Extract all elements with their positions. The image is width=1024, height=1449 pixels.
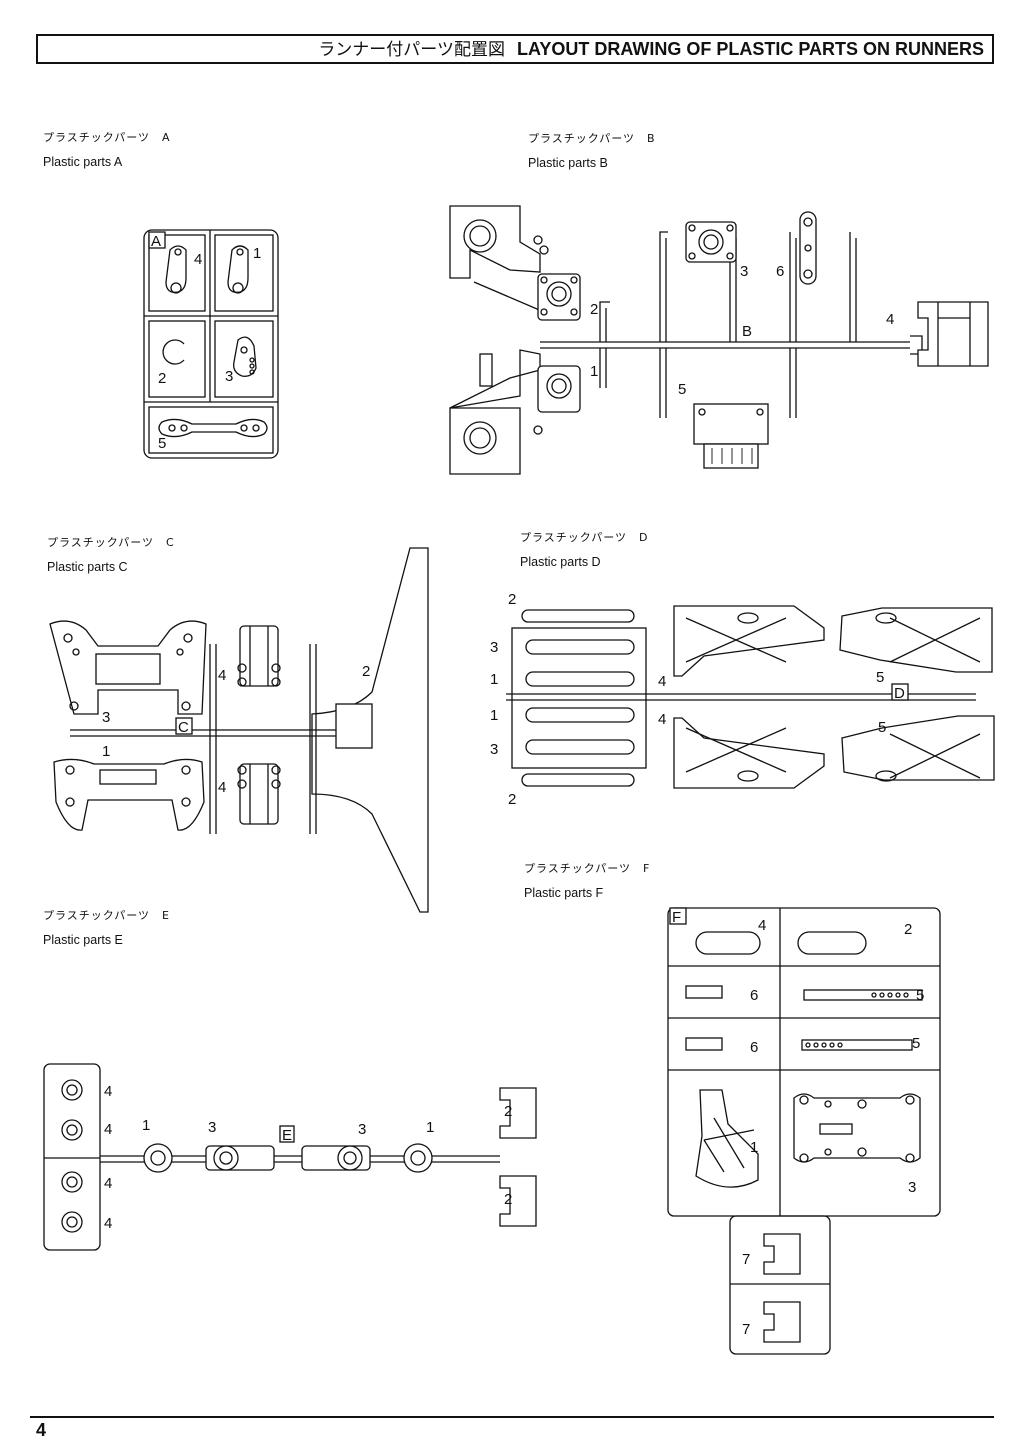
- part-b-4: 4: [886, 311, 894, 328]
- section-b-label-jp: プラスチックパーツ B: [528, 132, 656, 145]
- part-c-1: 1: [102, 743, 110, 760]
- runner-d-drawing: D 2 3 1 1 3 2 4 4 5 5: [486, 588, 1000, 810]
- part-f-7a: 7: [742, 1251, 750, 1268]
- part-a-1: 1: [253, 245, 261, 262]
- part-e-2a: 2: [504, 1103, 512, 1120]
- part-d-4a: 4: [658, 673, 666, 690]
- part-d-3a: 3: [490, 639, 498, 656]
- runner-b-drawing: 2 1 3 6 4 5 B: [440, 198, 1000, 480]
- section-c-label: プラスチックパーツ C Plastic parts C: [47, 531, 175, 579]
- runner-a-drawing: A 4 1 2 3 5: [140, 226, 284, 462]
- part-e-4a: 4: [104, 1083, 112, 1100]
- part-f-6b: 6: [750, 1039, 758, 1056]
- part-f-5b: 5: [912, 1035, 920, 1052]
- part-e-3a: 3: [208, 1119, 216, 1136]
- section-d-label-en: Plastic parts D: [520, 555, 601, 569]
- section-d-label: プラスチックパーツ D Plastic parts D: [520, 526, 648, 574]
- part-d-1a: 1: [490, 671, 498, 688]
- part-f-6a: 6: [750, 987, 758, 1004]
- part-e-3b: 3: [358, 1121, 366, 1138]
- part-e-4c: 4: [104, 1175, 112, 1192]
- part-c-2: 2: [362, 663, 370, 680]
- part-e-1b: 1: [426, 1119, 434, 1136]
- part-c-4a: 4: [218, 667, 226, 684]
- runner-d-letter: D: [894, 685, 905, 702]
- part-d-5b: 5: [878, 719, 886, 736]
- header-title-en: LAYOUT DRAWING OF PLASTIC PARTS ON RUNNE…: [516, 39, 984, 59]
- runner-c-drawing: C 3 1 4 4 2: [40, 544, 440, 916]
- part-b-3: 3: [740, 263, 748, 280]
- part-b-6: 6: [776, 263, 784, 280]
- part-a-2: 2: [158, 370, 166, 387]
- section-b-label-en: Plastic parts B: [528, 156, 608, 170]
- part-d-5a: 5: [876, 669, 884, 686]
- part-d-1b: 1: [490, 707, 498, 724]
- section-e-label: プラスチックパーツ E Plastic parts E: [43, 904, 170, 952]
- part-f-3: 3: [908, 1179, 916, 1196]
- part-d-2b: 2: [508, 791, 516, 808]
- runner-c-letter: C: [178, 719, 189, 736]
- section-c-label-en: Plastic parts C: [47, 560, 128, 574]
- section-d-label-jp: プラスチックパーツ D: [520, 531, 649, 544]
- part-d-2a: 2: [508, 591, 516, 608]
- part-f-4: 4: [758, 917, 766, 934]
- section-e-label-jp: プラスチックパーツ E: [43, 909, 170, 922]
- part-b-5: 5: [678, 381, 686, 398]
- section-e-label-en: Plastic parts E: [43, 933, 123, 947]
- runner-f-letter: F: [672, 909, 681, 926]
- section-a-label-en: Plastic parts A: [43, 155, 123, 169]
- section-a-label-jp: プラスチックパーツ A: [43, 131, 171, 144]
- part-e-1a: 1: [142, 1117, 150, 1134]
- part-d-3b: 3: [490, 741, 498, 758]
- runner-f-drawing: F 4 2 6 5 6 5 1 3 7 7: [664, 904, 944, 1358]
- part-f-7b: 7: [742, 1321, 750, 1338]
- part-d-4b: 4: [658, 711, 666, 728]
- part-c-3: 3: [102, 709, 110, 726]
- part-e-4b: 4: [104, 1121, 112, 1138]
- part-a-5: 5: [158, 435, 166, 452]
- section-b-label: プラスチックパーツ B Plastic parts B: [528, 127, 656, 175]
- part-a-3: 3: [225, 368, 233, 385]
- runner-e-drawing: E 4 4 4 4 1 3 3 1 2 2: [40, 1060, 560, 1256]
- part-c-4b: 4: [218, 779, 226, 796]
- part-a-4: 4: [194, 251, 202, 268]
- part-b-2: 2: [590, 301, 598, 318]
- footer-rule: [30, 1416, 994, 1418]
- part-f-2: 2: [904, 921, 912, 938]
- part-e-4d: 4: [104, 1215, 112, 1232]
- part-b-1: 1: [590, 363, 598, 380]
- part-f-5a: 5: [916, 987, 924, 1004]
- part-f-1: 1: [750, 1139, 758, 1156]
- section-c-label-jp: プラスチックパーツ C: [47, 536, 175, 549]
- page-header: ランナー付パーツ配置図 LAYOUT DRAWING OF PLASTIC PAR…: [36, 34, 994, 64]
- part-e-2b: 2: [504, 1191, 512, 1208]
- header-title-jp: ランナー付パーツ配置図: [318, 40, 505, 60]
- runner-b-letter: B: [742, 323, 752, 340]
- section-f-label: プラスチックパーツ F Plastic parts F: [524, 857, 650, 905]
- section-f-label-en: Plastic parts F: [524, 886, 604, 900]
- section-f-label-jp: プラスチックパーツ F: [524, 862, 651, 875]
- section-a-label: プラスチックパーツ A Plastic parts A: [43, 126, 171, 174]
- page-number: 4: [36, 1420, 47, 1440]
- runner-a-letter: A: [151, 233, 161, 250]
- runner-e-letter: E: [282, 1127, 292, 1144]
